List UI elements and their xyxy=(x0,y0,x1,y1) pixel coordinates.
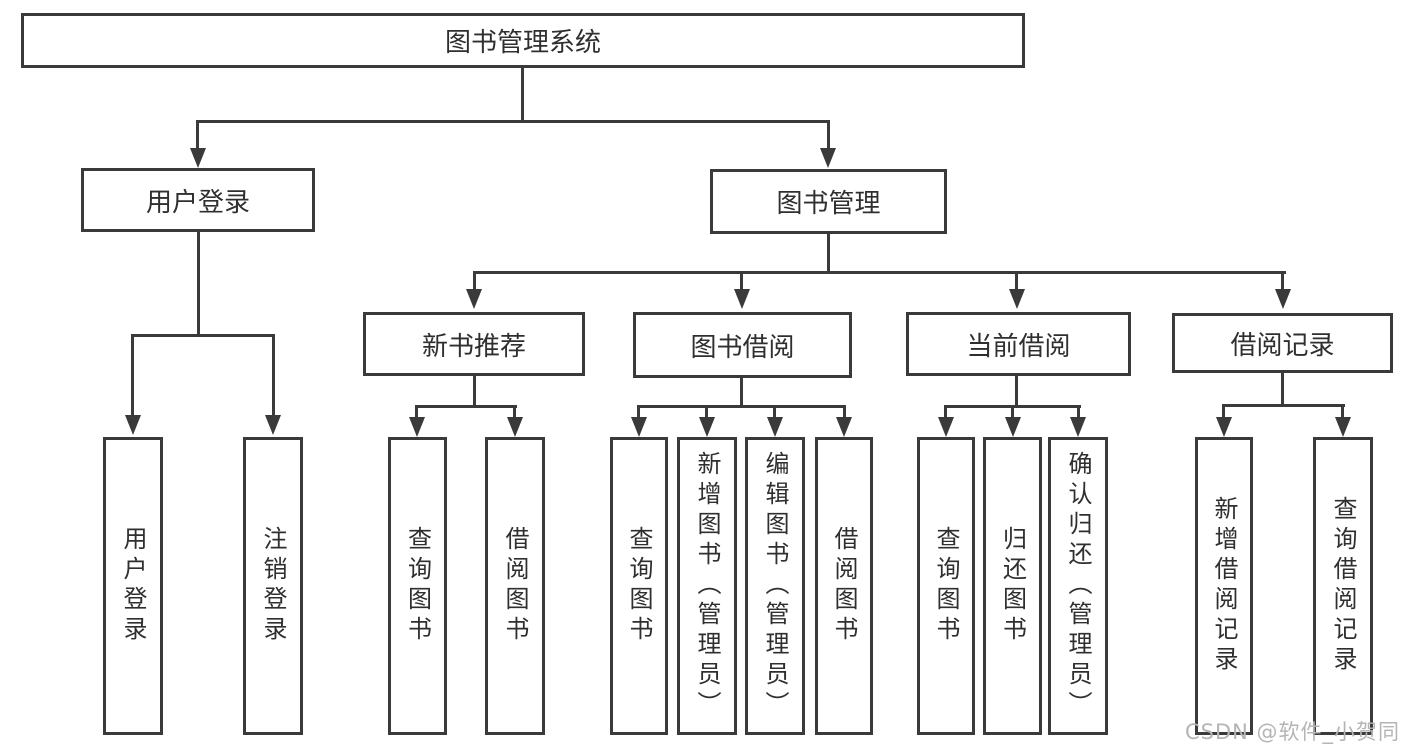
connector-line xyxy=(1341,404,1344,417)
leaf-borrow-books-label: 借阅图书 xyxy=(830,526,858,646)
node-user-login-label: 用户登录 xyxy=(145,187,250,218)
connector-line xyxy=(473,271,1286,274)
leaf-edit-book-admin: 编辑图书（管理员） xyxy=(745,437,805,735)
connector-line xyxy=(1011,405,1014,417)
arrowhead-down-icon xyxy=(1335,417,1351,437)
leaf-user-login: 用户登录 xyxy=(103,437,163,735)
connector-line xyxy=(637,405,640,417)
arrowhead-down-icon xyxy=(820,148,836,168)
leaf-borrow-books-recommend: 借阅图书 xyxy=(485,437,545,735)
connector-line xyxy=(740,378,743,408)
node-root-label: 图书管理系统 xyxy=(444,28,601,58)
leaf-add-borrow-record: 新增借阅记录 xyxy=(1195,437,1253,735)
leaf-query-books-recommend: 查询图书 xyxy=(388,437,447,735)
connector-line xyxy=(740,271,743,289)
arrowhead-down-icon xyxy=(466,289,482,309)
arrowhead-down-icon xyxy=(1009,289,1025,309)
leaf-confirm-return-admin-label: 确认归还（管理员） xyxy=(1064,451,1092,721)
leaf-user-login-label: 用户登录 xyxy=(119,526,147,646)
leaf-add-borrow-record-label: 新增借阅记录 xyxy=(1210,496,1238,676)
connector-line xyxy=(1222,404,1345,407)
arrowhead-down-icon xyxy=(1275,289,1291,309)
connector-line xyxy=(773,405,776,417)
arrowhead-down-icon xyxy=(699,417,715,437)
leaf-add-book-admin: 新增图书（管理员） xyxy=(677,437,737,735)
leaf-borrow-books: 借阅图书 xyxy=(815,437,873,735)
arrowhead-down-icon xyxy=(265,415,281,435)
connector-line xyxy=(843,405,846,417)
leaf-query-books-current: 查询图书 xyxy=(917,437,975,735)
connector-line xyxy=(944,405,947,417)
connector-line xyxy=(1222,404,1225,417)
arrowhead-down-icon xyxy=(190,148,206,168)
arrowhead-down-icon xyxy=(409,417,425,437)
connector-line xyxy=(1015,271,1018,289)
connector-line xyxy=(521,68,524,123)
connector-line xyxy=(415,405,418,417)
leaf-confirm-return-admin: 确认归还（管理员） xyxy=(1048,437,1108,735)
leaf-query-books-recommend-label: 查询图书 xyxy=(403,526,432,646)
arrowhead-down-icon xyxy=(1005,417,1021,437)
connector-line xyxy=(513,405,516,417)
leaf-query-borrow-record-label: 查询借阅记录 xyxy=(1329,496,1357,676)
leaf-return-books: 归还图书 xyxy=(983,437,1042,735)
arrowhead-down-icon xyxy=(631,417,647,437)
connector-line xyxy=(473,271,476,289)
connector-line xyxy=(131,334,134,415)
node-borrow-records: 借阅记录 xyxy=(1172,313,1393,373)
leaf-query-borrow-record: 查询借阅记录 xyxy=(1313,437,1373,735)
node-book-management-label: 图书管理 xyxy=(776,189,881,219)
arrowhead-down-icon xyxy=(938,417,954,437)
connector-line xyxy=(1281,373,1284,407)
connector-line xyxy=(827,234,830,274)
arrowhead-down-icon xyxy=(1070,417,1086,437)
node-user-login: 用户登录 xyxy=(81,168,315,232)
node-root: 图书管理系统 xyxy=(21,13,1025,68)
arrowhead-down-icon xyxy=(507,417,523,437)
leaf-query-books-current-label: 查询图书 xyxy=(932,526,960,646)
arrowhead-down-icon xyxy=(1216,417,1232,437)
leaf-query-books-borrow-label: 查询图书 xyxy=(625,526,653,646)
connector-line xyxy=(272,334,275,415)
connector-line xyxy=(1077,405,1080,417)
connector-line xyxy=(705,405,708,417)
connector-line xyxy=(637,405,846,408)
node-borrow-records-label: 借阅记录 xyxy=(1230,330,1335,361)
connector-line xyxy=(196,120,830,123)
connector-line xyxy=(473,376,476,408)
leaf-logout-label: 注销登录 xyxy=(259,526,287,646)
node-current-borrow: 当前借阅 xyxy=(906,312,1131,376)
connector-line xyxy=(415,405,517,408)
connector-line xyxy=(1015,376,1018,408)
connector-line xyxy=(1281,271,1284,289)
connector-line xyxy=(197,232,200,337)
connector-line xyxy=(827,120,830,152)
leaf-add-book-admin-label: 新增图书（管理员） xyxy=(693,451,721,721)
leaf-edit-book-admin-label: 编辑图书（管理员） xyxy=(761,451,789,721)
node-book-management: 图书管理 xyxy=(710,169,947,234)
leaf-query-books-borrow: 查询图书 xyxy=(610,437,668,735)
node-new-book-recommend-label: 新书推荐 xyxy=(421,331,526,362)
node-book-borrow: 图书借阅 xyxy=(633,312,852,378)
csdn-watermark: CSDN @软件_小贺同学 xyxy=(1185,720,1401,744)
arrowhead-down-icon xyxy=(125,415,141,435)
node-book-borrow-label: 图书借阅 xyxy=(690,332,795,363)
connector-line xyxy=(131,334,275,337)
node-new-book-recommend: 新书推荐 xyxy=(363,312,585,376)
node-current-borrow-label: 当前借阅 xyxy=(966,331,1071,362)
leaf-logout: 注销登录 xyxy=(243,437,303,735)
arrowhead-down-icon xyxy=(767,417,783,437)
arrowhead-down-icon xyxy=(734,289,750,309)
leaf-borrow-books-recommend-label: 借阅图书 xyxy=(501,526,529,646)
leaf-return-books-label: 归还图书 xyxy=(998,526,1027,646)
connector-line xyxy=(196,120,199,152)
arrowhead-down-icon xyxy=(836,417,852,437)
